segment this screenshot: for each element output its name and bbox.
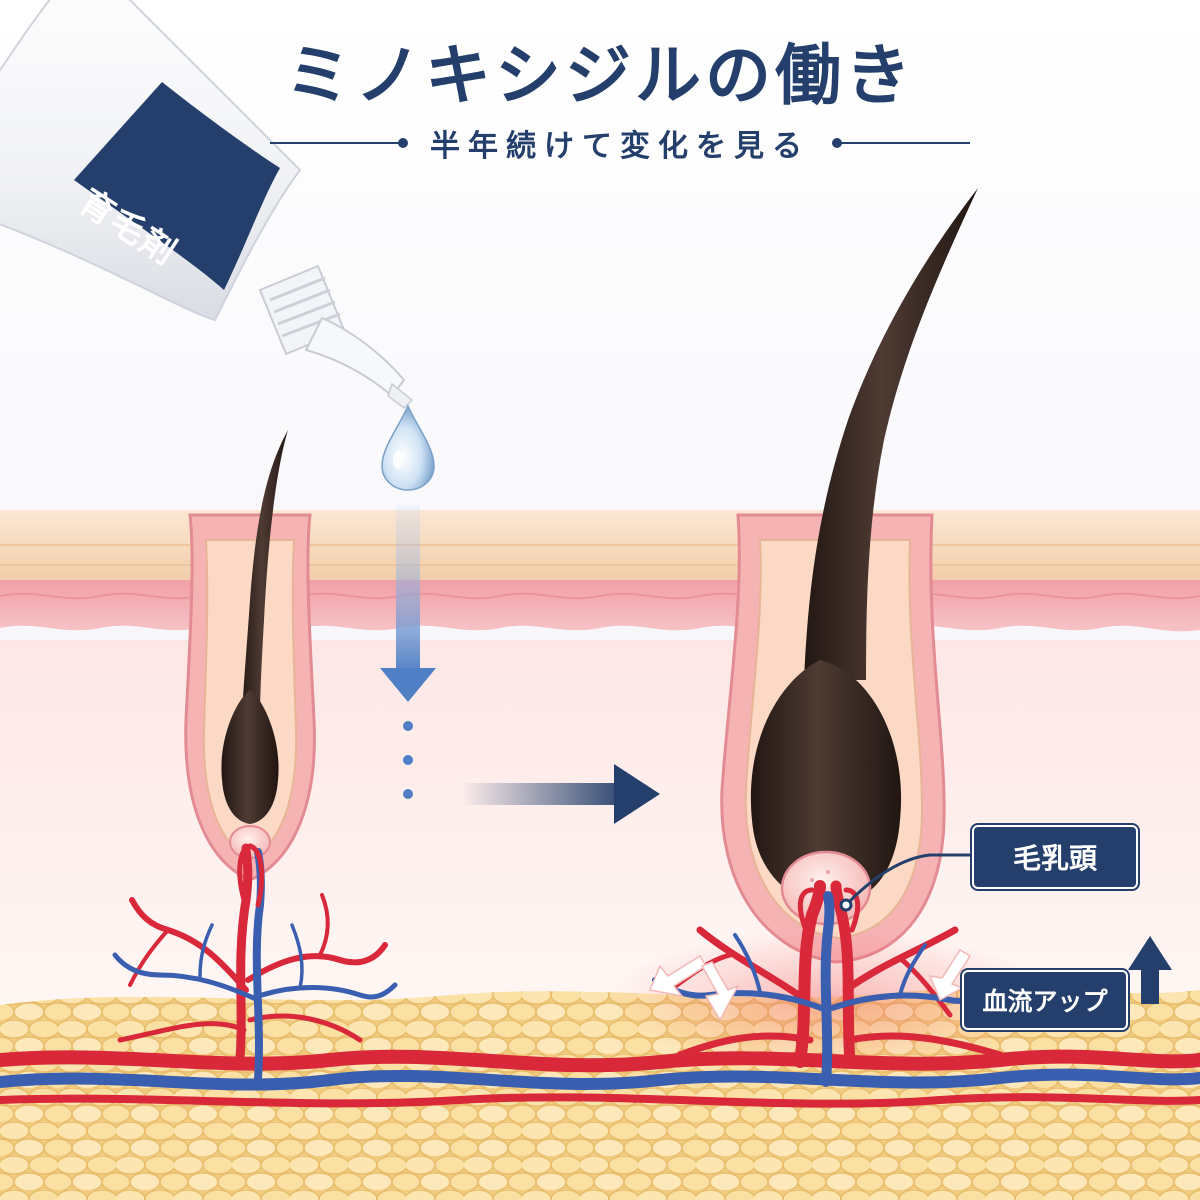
- arrow-down-icon: [380, 505, 436, 702]
- dermal-papilla-label: 毛乳頭: [972, 825, 1138, 889]
- dot-1: [403, 721, 413, 731]
- papilla-leader-line: [844, 853, 972, 907]
- page-subtitle: 半年続けて変化を見る: [430, 129, 810, 164]
- arrow-up-icon: [1128, 936, 1172, 1004]
- page-title: ミノキシジルの働き: [285, 37, 915, 114]
- thin-hair-bulb: [221, 690, 279, 824]
- dermis-layer: [0, 578, 1200, 632]
- thick-hair: [804, 188, 978, 680]
- follicle-after: [720, 188, 978, 964]
- subtitle-rule-right: [832, 138, 970, 148]
- thick-hair-bulb: [750, 660, 902, 906]
- droplet-icon: [381, 404, 435, 491]
- blood-flow-arrows: [648, 948, 972, 1022]
- blood-flow-label: 血流アップ: [962, 970, 1128, 1030]
- subtitle-row: 半年続けて変化を見る: [270, 118, 970, 168]
- arrow-right-icon: [462, 764, 660, 824]
- product-tube: [0, 0, 414, 409]
- follicle-before: [184, 430, 316, 882]
- dot-2: [403, 755, 413, 765]
- dot-3: [403, 789, 413, 799]
- subtitle-rule-left: [270, 138, 408, 148]
